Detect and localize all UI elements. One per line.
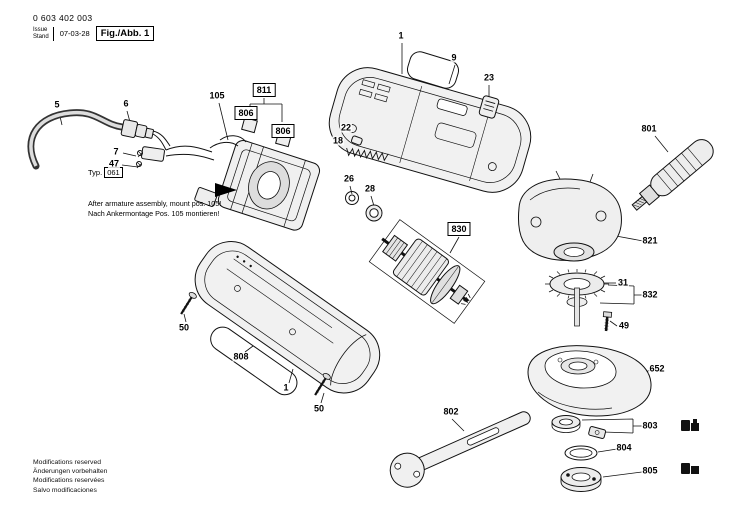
screw-49 <box>602 311 613 332</box>
part-callout-801: 801 <box>640 123 658 134</box>
assembly-pictogram-icon <box>681 463 699 474</box>
part-callout-28: 28 <box>363 183 377 194</box>
part-number: 0 603 402 003 <box>33 13 93 23</box>
screw-50 <box>180 291 197 315</box>
part-callout-9: 9 <box>450 52 458 63</box>
part-callout-47: 47 <box>107 158 121 169</box>
part-callout-50: 50 <box>312 403 326 414</box>
top-housing-drawing <box>328 51 532 193</box>
part-callout-7: 7 <box>112 146 120 157</box>
part-callout-6: 6 <box>122 98 130 109</box>
part-callout-821: 821 <box>641 235 659 246</box>
part-callout-806: 806 <box>271 124 295 138</box>
part-callout-652: 652 <box>648 363 666 374</box>
modifications-line-es: Salvo modificaciones <box>33 486 97 494</box>
guard-drawing <box>527 345 652 417</box>
modifications-notice: Modifications reserved Änderungen vorbeh… <box>33 458 107 495</box>
part-callout-832: 832 <box>641 289 659 300</box>
typ-value: 061 <box>104 167 123 178</box>
wrench-drawing <box>389 411 531 488</box>
armature-drawing <box>368 219 486 324</box>
part-callout-23: 23 <box>482 72 496 83</box>
part-callout-803: 803 <box>641 420 659 431</box>
o-ring-drawing <box>564 445 598 461</box>
bearings-drawing <box>345 191 383 222</box>
part-callout-811: 811 <box>252 83 276 97</box>
type-annotation: Typ.061 <box>88 167 123 178</box>
assembly-note-de: Nach Ankermontage Pos. 105 montieren! <box>88 208 220 218</box>
small-part-22 <box>350 135 363 146</box>
part-callout-26: 26 <box>342 173 356 184</box>
field-stator-drawing <box>194 117 321 231</box>
bottom-housing-drawing <box>180 241 381 396</box>
issue-label: Issue <box>33 26 48 33</box>
part-callout-802: 802 <box>442 406 460 417</box>
part-callout-50: 50 <box>177 322 191 333</box>
typ-label: Typ. <box>88 168 103 177</box>
spring-18 <box>346 147 389 162</box>
part-callout-5: 5 <box>53 99 61 110</box>
assembly-pictogram-icon <box>681 419 699 431</box>
part-callout-806: 806 <box>234 106 258 120</box>
modifications-line-fr: Modifications reservées <box>33 477 105 485</box>
cover-panel-808 <box>210 326 298 396</box>
part-callout-22: 22 <box>339 122 353 133</box>
gear-assembly-drawing <box>545 269 613 332</box>
part-callout-18: 18 <box>331 135 345 146</box>
part-callout-1: 1 <box>397 30 405 41</box>
assembly-note-en: After armature assembly, mount pos. 105! <box>88 199 222 208</box>
screw-50 <box>314 372 331 396</box>
stand-label: Stand <box>33 33 49 40</box>
cover-plate <box>406 51 460 89</box>
switch-slider <box>478 95 500 119</box>
part-callout-830: 830 <box>447 222 471 236</box>
terminal-block <box>194 187 218 207</box>
part-callout-1: 1 <box>282 382 290 393</box>
part-callout-105: 105 <box>208 90 226 101</box>
mounting-flange-drawing <box>551 415 607 439</box>
assembly-note: After armature assembly, mount pos. 105!… <box>88 199 221 218</box>
divider <box>52 26 54 41</box>
part-callout-31: 31 <box>616 277 630 288</box>
part-callout-804: 804 <box>615 442 633 453</box>
part-callout-49: 49 <box>617 320 631 331</box>
note-arrow-icon <box>215 183 237 197</box>
part-callout-805: 805 <box>641 465 659 476</box>
clamping-nut-drawing <box>560 467 602 492</box>
side-handle-drawing <box>631 139 714 211</box>
gear-head-drawing <box>518 170 622 262</box>
title-block: 0 603 402 003 Issue Stand 07-03-28 Fig./… <box>33 13 155 41</box>
figure-label: Fig./Abb. 1 <box>95 26 155 41</box>
power-cord-drawing <box>27 109 215 170</box>
modifications-line-de: Änderungen vorbehalten <box>33 468 108 476</box>
modifications-line-en: Modifications reserved <box>33 459 101 466</box>
part-callout-808: 808 <box>232 351 250 362</box>
issue-date: 07-03-28 <box>59 29 90 38</box>
